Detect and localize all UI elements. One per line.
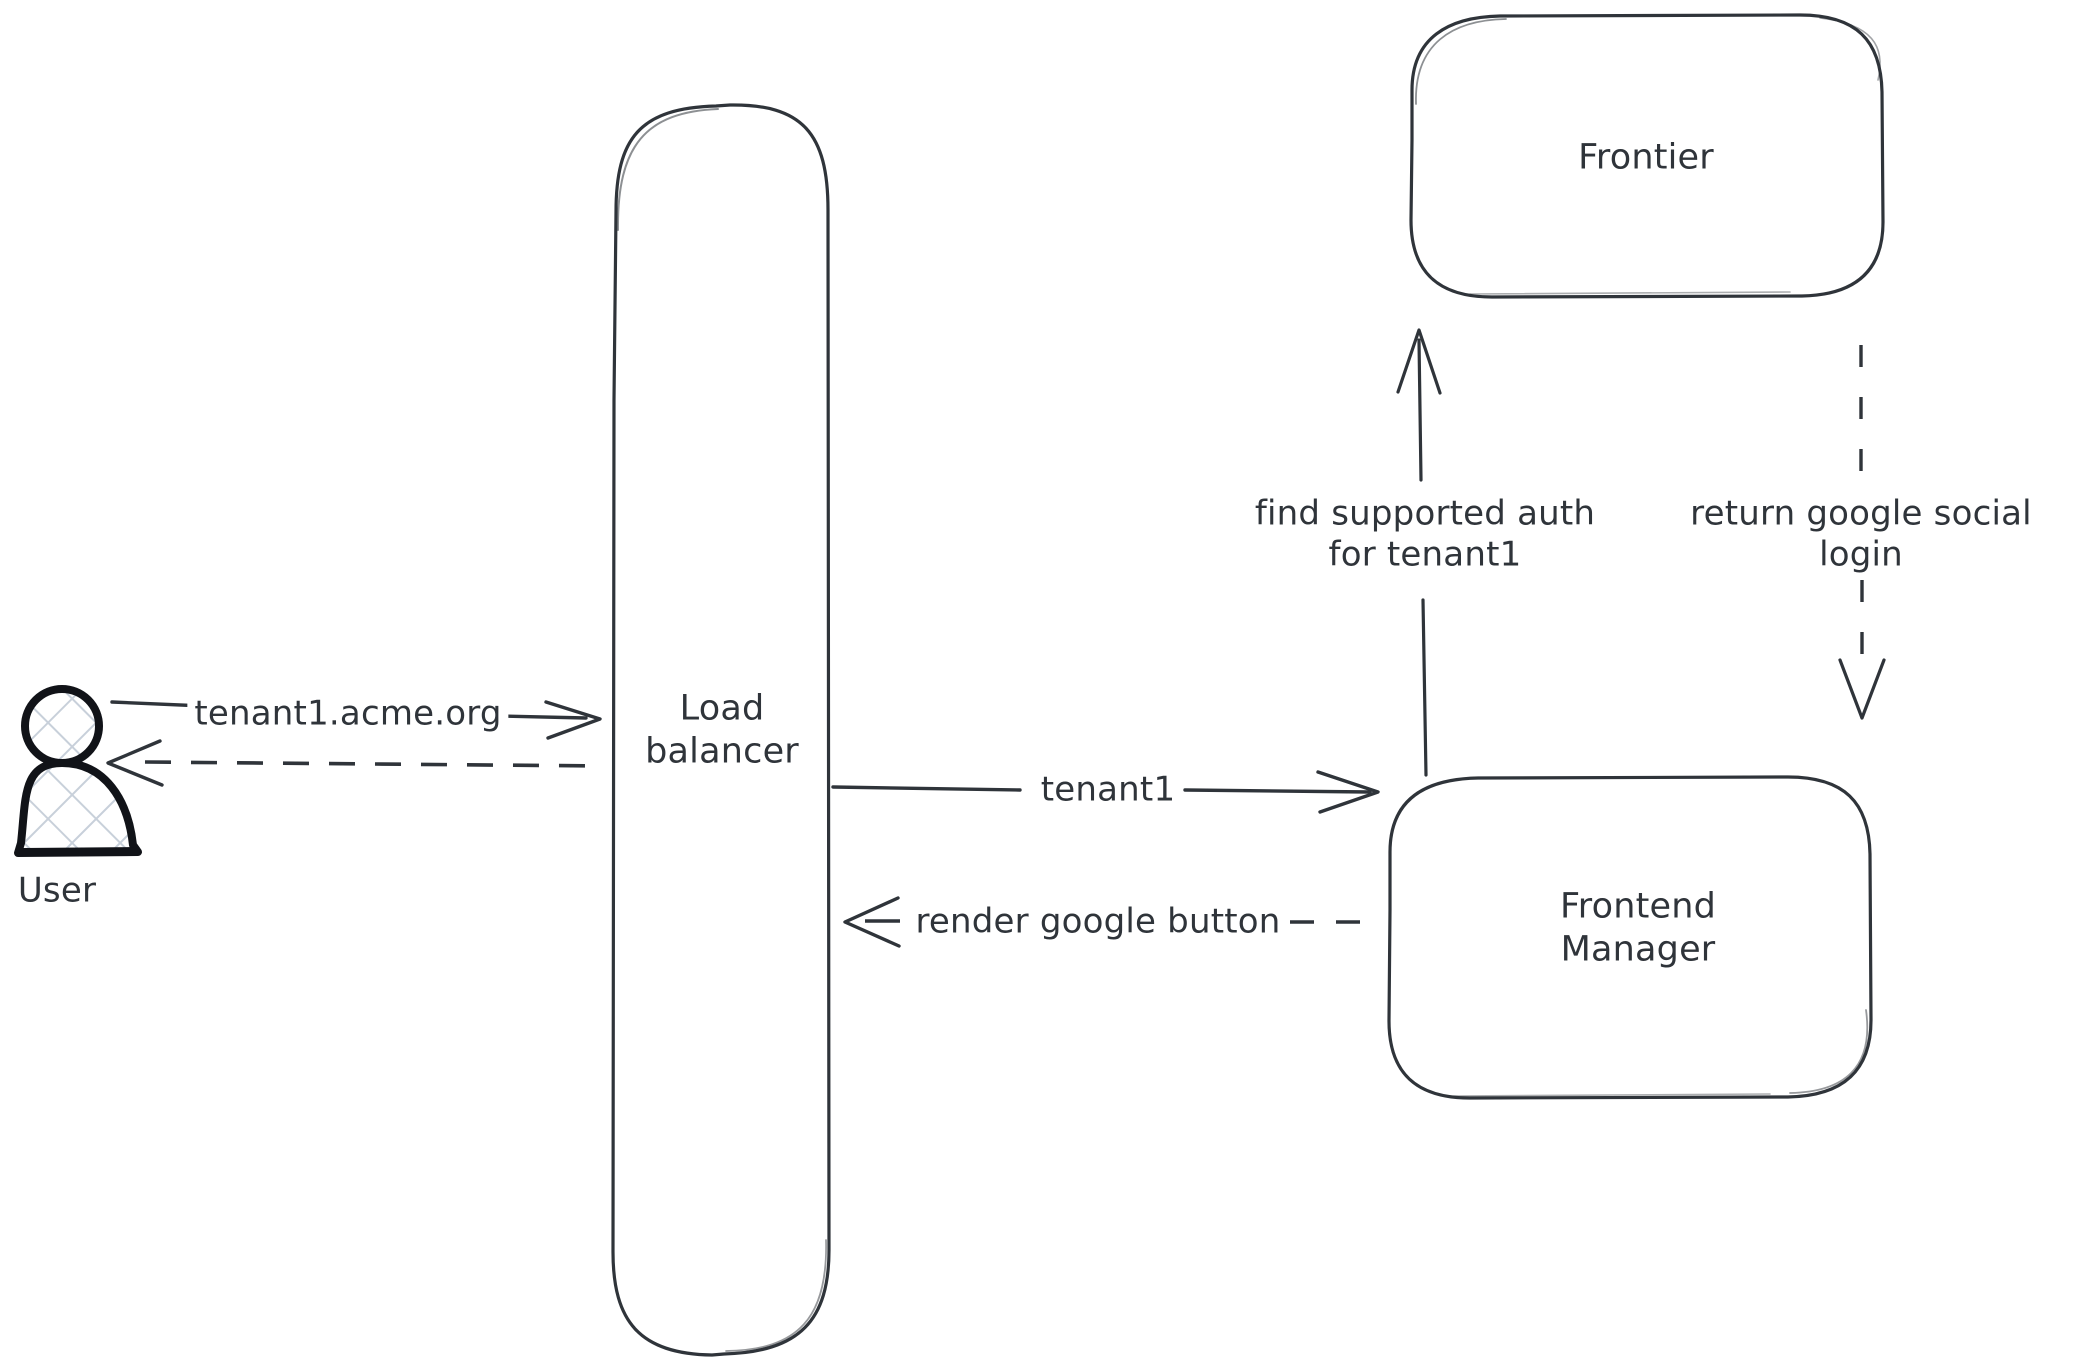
edge-fm-to-frontier bbox=[1396, 328, 1442, 777]
arrowhead-up bbox=[1396, 328, 1442, 395]
edge-line bbox=[498, 714, 588, 720]
edge-fm-to-lb bbox=[843, 896, 1382, 948]
frontier-sketch-stroke-3 bbox=[1469, 291, 1791, 295]
edge-frontier-to-fm bbox=[1838, 345, 1886, 720]
load-balancer-outline bbox=[611, 103, 831, 1357]
node-load-balancer[interactable] bbox=[611, 103, 831, 1357]
edge-user-to-lb bbox=[110, 700, 602, 740]
frontend-manager-sketch-stroke bbox=[1789, 1009, 1869, 1094]
person-head bbox=[21, 685, 103, 767]
node-frontend-manager[interactable] bbox=[1387, 775, 1873, 1100]
arrowhead-right bbox=[544, 700, 602, 740]
load-balancer-sketch-stroke-2 bbox=[725, 1239, 827, 1352]
edge-line bbox=[831, 785, 1022, 792]
edge-line bbox=[1417, 338, 1423, 482]
frontend-manager-sketch-stroke-2 bbox=[1449, 1093, 1771, 1097]
frontend-manager-outline bbox=[1387, 775, 1873, 1100]
frontier-sketch-stroke-2 bbox=[1819, 17, 1881, 81]
edge-line bbox=[110, 700, 252, 710]
arrowhead-left bbox=[106, 739, 164, 787]
arrowhead-left bbox=[843, 896, 901, 948]
edge-lb-to-user bbox=[106, 739, 605, 787]
arrowhead-right bbox=[1316, 770, 1380, 814]
edge-lb-to-fm bbox=[831, 770, 1380, 814]
edge-line bbox=[1421, 598, 1428, 777]
load-balancer-sketch-stroke bbox=[616, 108, 719, 231]
arrowhead-down bbox=[1838, 658, 1886, 720]
person-base bbox=[19, 847, 140, 856]
frontier-sketch-stroke bbox=[1415, 18, 1507, 105]
edge-line-dashed bbox=[144, 760, 605, 768]
edge-line bbox=[1183, 788, 1372, 794]
node-frontier[interactable] bbox=[1409, 13, 1885, 299]
person-icon bbox=[14, 685, 142, 857]
frontier-outline bbox=[1409, 13, 1885, 299]
person-body bbox=[14, 759, 142, 857]
